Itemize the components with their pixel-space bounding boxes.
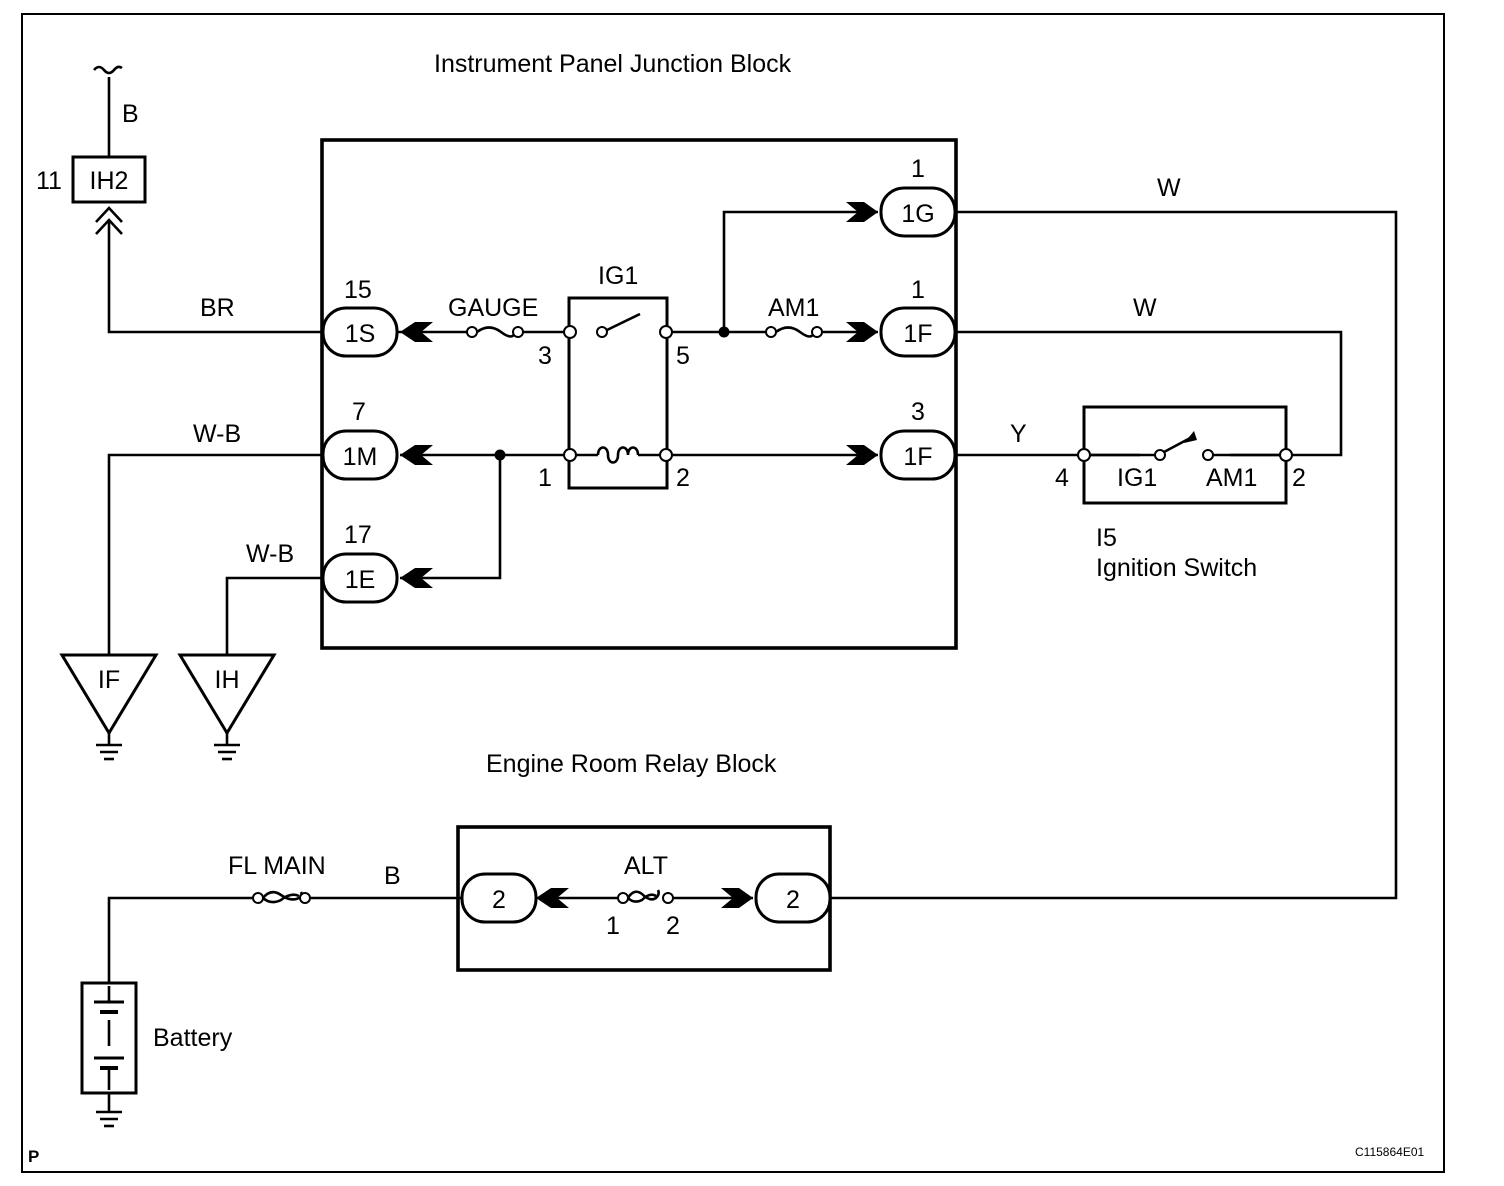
relay-ig1-label: IG1 (598, 262, 638, 290)
connector-1f-top-pin: 1 (911, 276, 925, 304)
ignition-switch-pin-4: 4 (1055, 464, 1069, 492)
relay-pin-3: 3 (538, 342, 552, 370)
relay-pin-2: 2 (676, 464, 690, 492)
ignition-switch-am1-label: AM1 (1206, 464, 1257, 492)
relay-ig1 (563, 296, 673, 490)
wire-br (107, 222, 324, 334)
fuse-fl-main (252, 890, 311, 904)
footer-left-mark: P (28, 1147, 39, 1166)
figure-code: C115864E01 (1355, 1145, 1424, 1159)
wire-label-wb-2: W-B (246, 540, 294, 568)
connector-1g-name: 1G (901, 200, 934, 228)
connector-1f-top-name: 1F (903, 320, 932, 348)
fuse-am1 (765, 326, 823, 338)
ignition-switch-ig1-label: IG1 (1117, 464, 1157, 492)
arrow-alt-left (536, 888, 569, 908)
connector-1g-pin: 1 (911, 155, 925, 183)
ih2-connector: IH2 11 (36, 65, 147, 235)
relay-connector-right-name: 2 (786, 886, 800, 914)
ignition-switch-code: I5 (1096, 524, 1117, 552)
diagram-frame (21, 13, 1445, 1173)
relay-connector-right: 2 (754, 872, 832, 924)
ih2-pin-number: 11 (36, 167, 62, 195)
wire-to-1g (722, 202, 878, 332)
ignition-switch (1077, 405, 1293, 505)
relay-connector-left: 2 (460, 872, 538, 924)
connector-1e: 1E 17 (321, 521, 399, 604)
wire-to-1e (400, 455, 502, 580)
wire-label-b-bottom: B (384, 862, 401, 890)
junction-block (320, 138, 958, 650)
fuse-alt-label: ALT (624, 852, 668, 880)
alt-pin-2: 2 (666, 912, 680, 940)
connector-1f-bottom-pin: 3 (911, 398, 925, 426)
wire-label-w-1: W (1157, 174, 1181, 202)
wire-label-b-top: B (122, 100, 139, 128)
wire-wb-1e (225, 576, 323, 655)
fuse-gauge-label: GAUGE (448, 294, 538, 322)
wire-w-1f (955, 330, 1343, 457)
junction-block-title: Instrument Panel Junction Block (434, 50, 792, 78)
fuse-gauge (466, 326, 524, 338)
arrow-1s (400, 322, 433, 342)
wire-w-1g (830, 210, 1398, 900)
connector-1s-pin: 15 (344, 276, 372, 304)
connector-1f-bottom: 1F 3 (879, 398, 957, 481)
battery (80, 981, 138, 1128)
alt-pin-1: 1 (606, 912, 620, 940)
fuse-alt (617, 889, 674, 904)
connector-1m-pin: 7 (352, 398, 366, 426)
connector-1s-name: 1S (345, 320, 376, 348)
wire-battery (107, 896, 253, 983)
ground-if (59, 653, 159, 761)
ignition-switch-name: Ignition Switch (1096, 554, 1257, 582)
relay-block-title: Engine Room Relay Block (486, 750, 777, 778)
wire-label-w-2: W (1133, 294, 1157, 322)
connector-1g: 1G 1 (879, 155, 957, 238)
ground-ih-label: IH (215, 666, 240, 694)
arrow-1m (400, 445, 433, 465)
ground-if-label: IF (98, 666, 120, 694)
arrow-1e (400, 568, 433, 588)
ground-ih (177, 653, 277, 761)
wire-wb-1m (107, 453, 323, 655)
ih2-connector-name: IH2 (90, 167, 129, 195)
wire-label-wb-1: W-B (193, 420, 241, 448)
relay-connector-left-name: 2 (492, 886, 506, 914)
relay-pin-5: 5 (676, 342, 690, 370)
fuse-am1-label: AM1 (768, 294, 819, 322)
relay-pin-1: 1 (538, 464, 552, 492)
wire-label-y: Y (1010, 420, 1027, 448)
connector-1e-pin: 17 (344, 521, 372, 549)
connector-1f-bottom-name: 1F (903, 443, 932, 471)
connector-1s: 1S 15 (321, 276, 399, 358)
connector-1m: 1M 7 (321, 398, 399, 481)
connector-1m-name: 1M (343, 443, 378, 471)
connector-1e-name: 1E (345, 566, 376, 594)
fuse-fl-main-label: FL MAIN (228, 852, 326, 880)
connector-1f-top: 1F 1 (879, 276, 957, 358)
battery-label: Battery (153, 1024, 233, 1052)
wire-label-br: BR (200, 294, 235, 322)
ignition-switch-pin-2: 2 (1292, 464, 1306, 492)
